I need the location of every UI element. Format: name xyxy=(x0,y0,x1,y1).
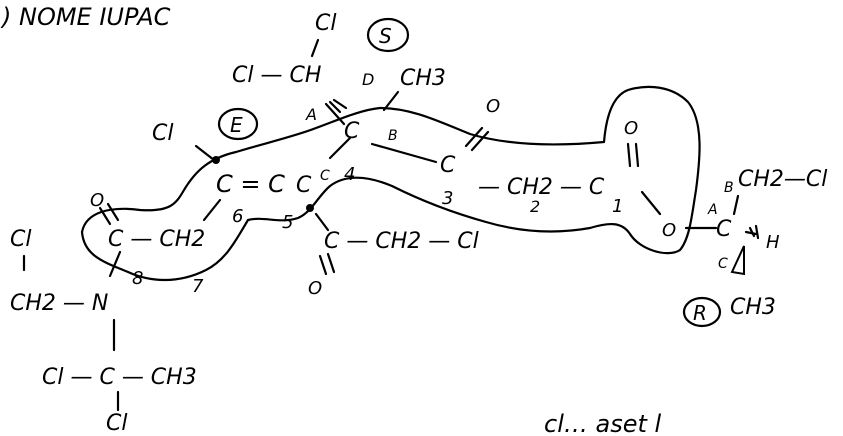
cl-left: Cl xyxy=(152,121,173,146)
ch2-chain: — CH2 — C xyxy=(478,175,605,200)
tert-group: Cl — C — CH3 xyxy=(42,365,197,390)
bond-5-keto xyxy=(314,212,330,232)
tert-cl: Cl xyxy=(106,411,127,436)
c-small: C xyxy=(320,168,330,184)
bond-6 xyxy=(202,198,222,222)
footer-scribble: cl… aset l xyxy=(544,410,662,436)
chain-outline xyxy=(80,85,701,282)
bond-cl-left xyxy=(194,144,216,162)
ch2-cl-right: CH2—Cl xyxy=(738,167,827,192)
right-h: H xyxy=(766,232,780,253)
page-title: ) NOME IUPAC xyxy=(0,3,171,31)
bond-top-cl xyxy=(310,38,320,58)
ch3-top: CH3 xyxy=(400,66,446,91)
amine-cl: Cl xyxy=(10,227,31,252)
bond-ester-o xyxy=(640,190,662,216)
ester-o: O xyxy=(662,220,676,241)
label-d: D xyxy=(362,70,374,89)
c4-atom: C xyxy=(296,173,312,198)
central-c: C xyxy=(344,119,360,144)
stereo-s-marker: S xyxy=(366,17,410,53)
ch2-n: CH2 — N xyxy=(10,291,108,316)
stereo-e-marker: E xyxy=(217,107,259,141)
double-bond: C = C xyxy=(216,170,285,198)
num-4: 4 xyxy=(344,164,355,185)
num-3: 3 xyxy=(442,188,453,209)
label-a: A xyxy=(305,105,317,124)
num-7: 7 xyxy=(192,276,204,297)
double-bond-keto xyxy=(318,252,336,276)
label-b-right: B xyxy=(724,180,734,196)
label-a-right: A xyxy=(707,202,718,218)
double-bond-amide xyxy=(98,202,120,226)
num-6: 6 xyxy=(232,206,243,227)
o-ester-top: O xyxy=(624,118,638,139)
top-cl: Cl xyxy=(315,11,336,36)
num-1: 1 xyxy=(612,196,623,217)
hash-bond xyxy=(324,98,348,126)
bond-c4-central xyxy=(328,136,352,160)
num-8: 8 xyxy=(132,268,143,289)
o-top: O xyxy=(486,96,500,117)
amide-c: C — CH2 xyxy=(108,227,205,252)
bond-amide-n xyxy=(108,250,122,278)
stereo-r-marker: R xyxy=(682,296,722,328)
keto-o: O xyxy=(308,278,322,299)
keto-group: C — CH2 — Cl xyxy=(324,229,479,254)
stereo-e-label: E xyxy=(230,113,243,137)
hash-bond-h xyxy=(744,224,760,240)
num-2: 2 xyxy=(530,197,540,216)
label-c-right: C xyxy=(718,256,728,272)
stereo-r-label: R xyxy=(693,301,707,325)
double-bond-o-top xyxy=(464,126,490,152)
label-b: B xyxy=(388,128,398,144)
top-cl-ch: Cl — CH xyxy=(232,63,321,88)
amide-o: O xyxy=(90,190,104,211)
wedge-bond xyxy=(730,245,745,276)
right-c: C xyxy=(716,217,732,242)
ch3-right: CH3 xyxy=(730,295,776,320)
carbonyl-c: C xyxy=(440,153,456,178)
num-5: 5 xyxy=(282,212,293,233)
stereo-s-label: S xyxy=(379,24,392,48)
bond-ch3-top xyxy=(382,90,400,112)
bond-right-up xyxy=(732,194,740,216)
bond-central-carbonyl xyxy=(370,142,438,164)
double-bond-ester xyxy=(626,142,640,168)
